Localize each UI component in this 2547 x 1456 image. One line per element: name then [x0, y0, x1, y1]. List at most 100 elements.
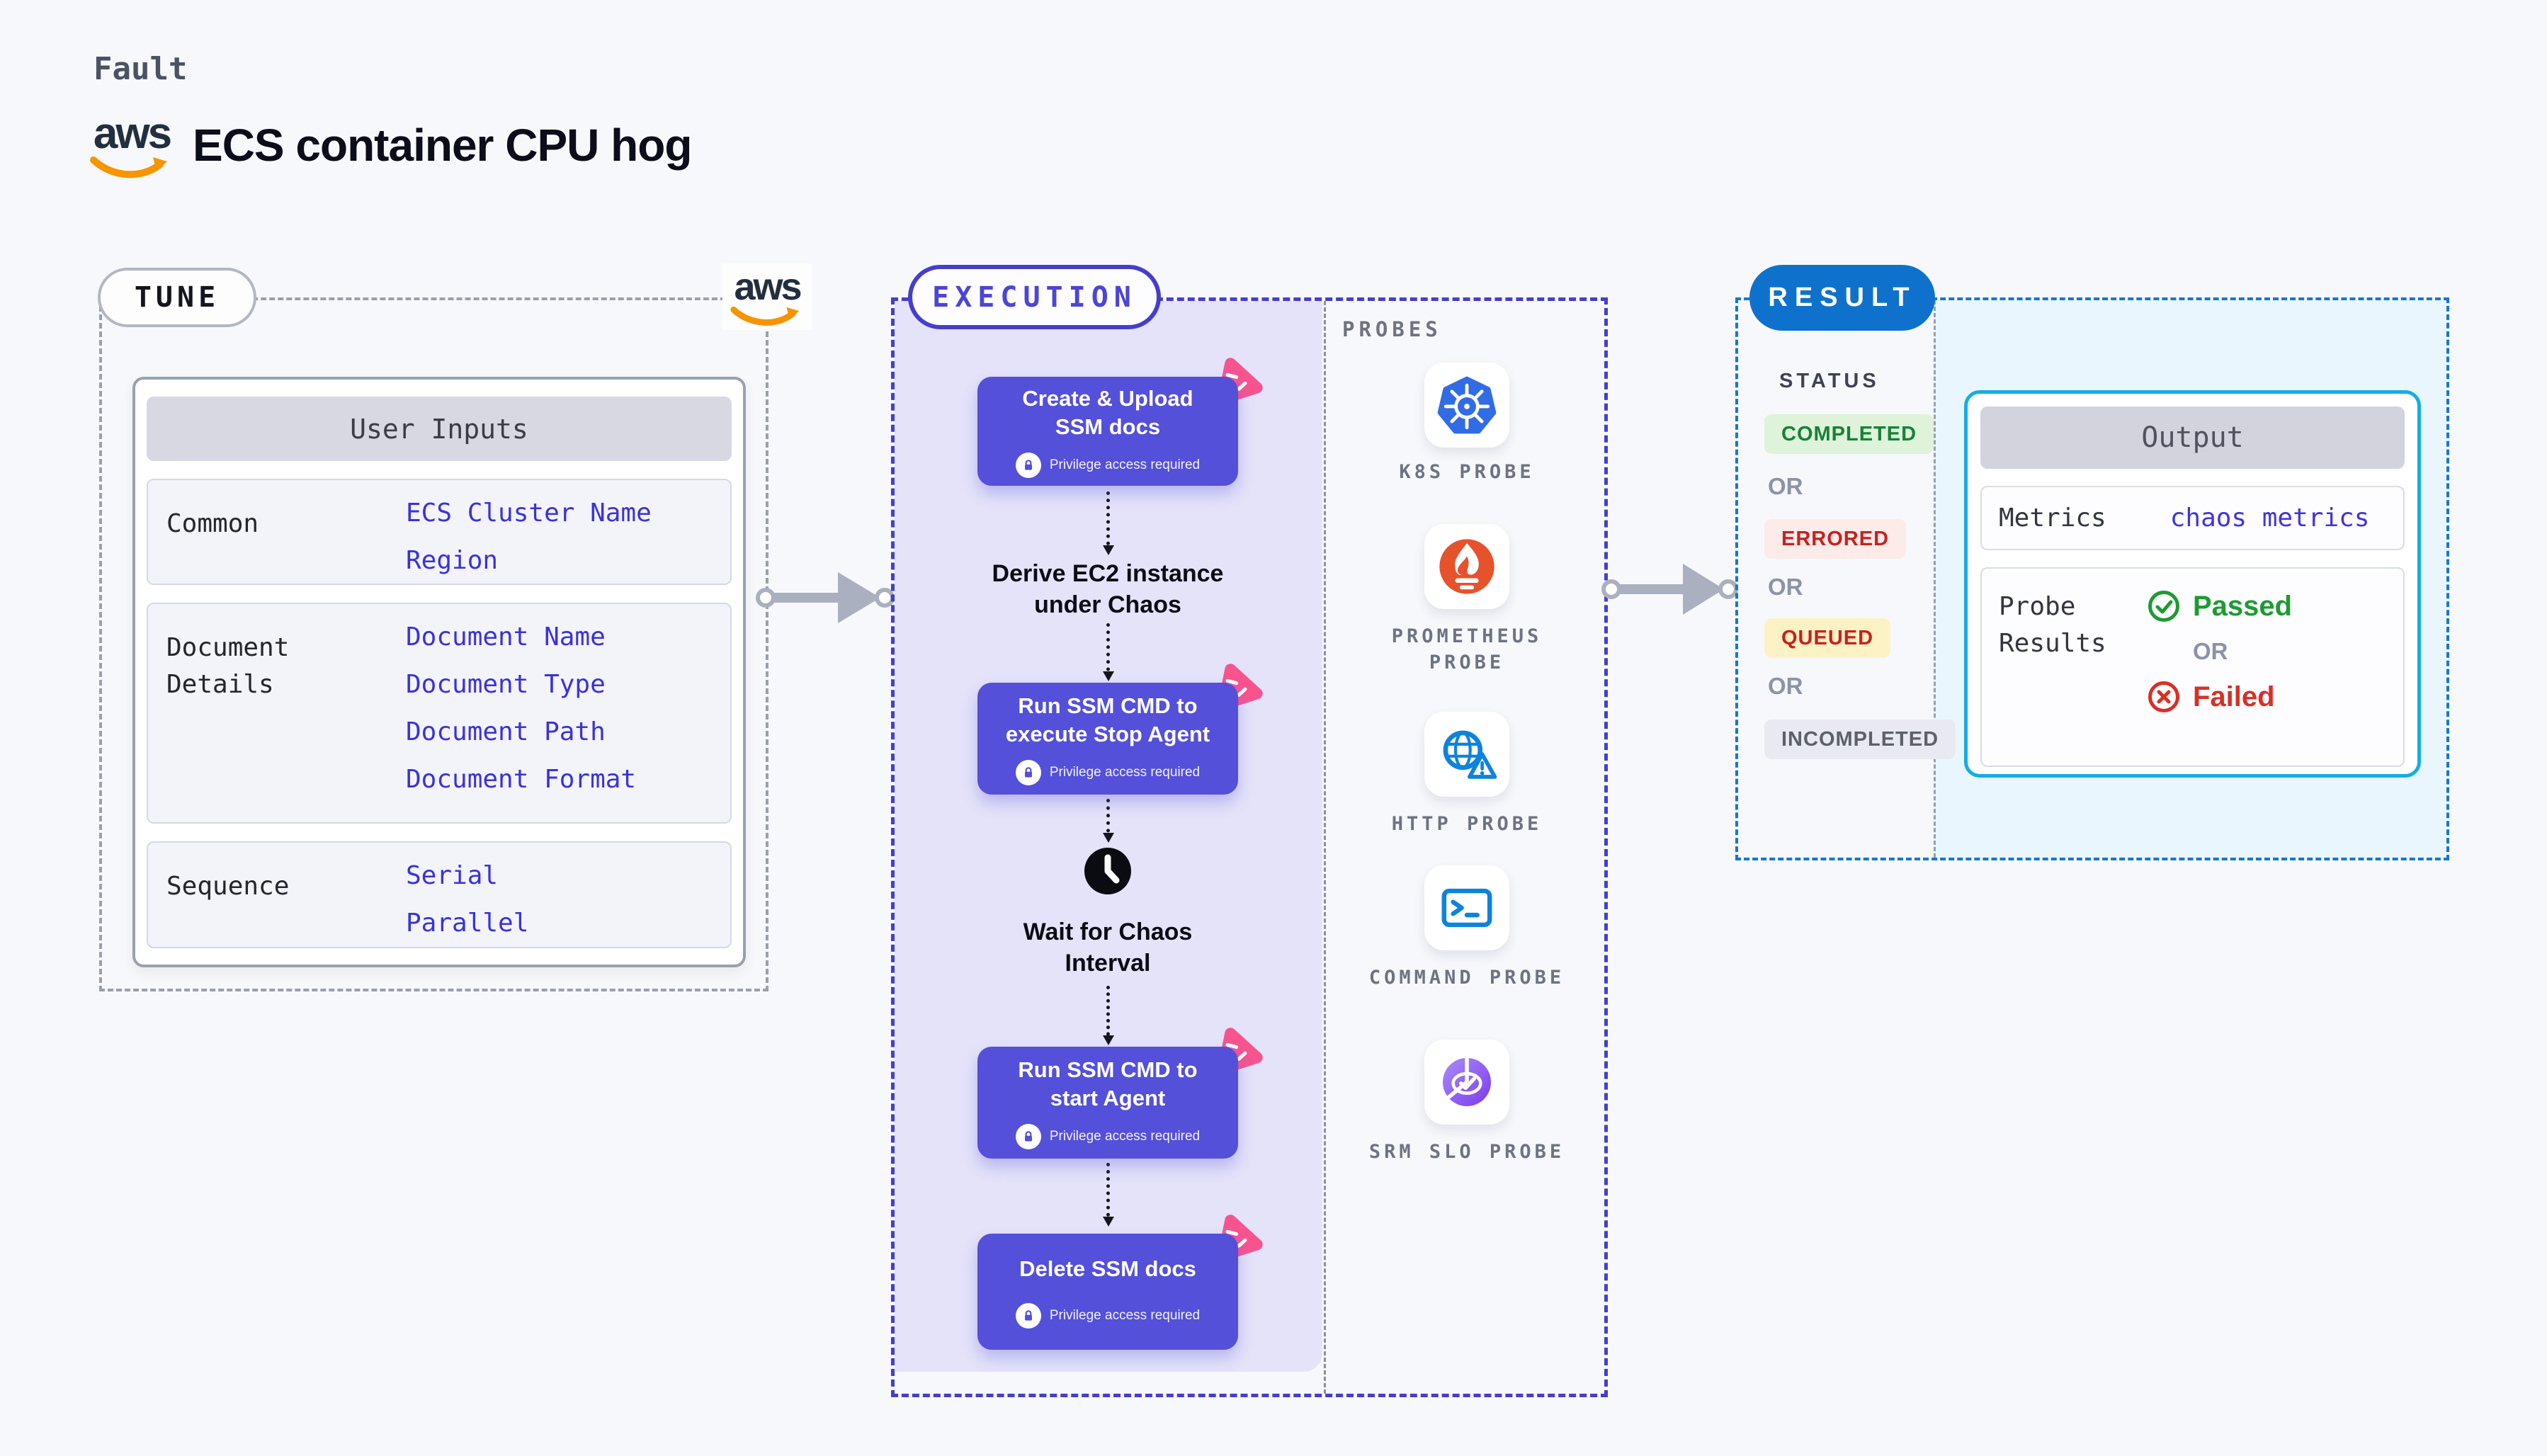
fault-eyebrow: Fault — [93, 51, 188, 87]
row-value: Region — [406, 546, 499, 575]
aws-smile-icon — [90, 157, 167, 178]
privilege-text: Privilege access required — [1049, 1308, 1201, 1323]
probe-card-command — [1424, 865, 1509, 950]
flow-connector — [1103, 623, 1114, 681]
prometheus-icon — [1439, 539, 1494, 594]
metrics-row: Metrics chaos metrics — [1980, 486, 2405, 550]
step-card-delete-ssm-docs: Delete SSM docs Privilege access require… — [977, 1234, 1238, 1350]
privilege-text: Privilege access required — [1049, 457, 1201, 472]
row-label: Document Details — [166, 633, 290, 699]
lock-icon — [1015, 1303, 1041, 1329]
row-value: Document Format — [406, 765, 637, 794]
step-title: Delete SSM docs — [1019, 1256, 1196, 1281]
probe-card-srm-slo — [1424, 1040, 1509, 1125]
row-value: Serial — [406, 861, 499, 890]
row-value: ECS Cluster Name — [406, 499, 652, 528]
failed-label: Failed — [2193, 681, 2275, 712]
aws-logo-text: aws — [734, 266, 802, 308]
x-circle-icon — [2148, 681, 2179, 712]
row-value: Document Name — [406, 622, 606, 652]
step-card-run-ssm-stop-agent: Run SSM CMD to execute Stop Agent Privil… — [977, 683, 1238, 795]
step-title: Run SSM CMD to execute Stop Agent — [1005, 693, 1210, 746]
probe-results-label: Probe Results — [1999, 592, 2106, 658]
status-heading: STATUS — [1779, 370, 1880, 392]
kubernetes-icon — [1437, 376, 1497, 434]
flow-connector — [1103, 491, 1114, 555]
http-globe-warning-icon — [1443, 730, 1497, 779]
step-card-run-ssm-start-agent: Run SSM CMD to start Agent Privilege acc… — [977, 1047, 1238, 1159]
aws-logo-small: aws — [722, 263, 812, 330]
privilege-text: Privilege access required — [1049, 1129, 1201, 1144]
page-title: ECS container CPU hog — [193, 120, 692, 171]
aws-logo-text: aws — [93, 109, 172, 158]
slo-gauge-check-icon — [1442, 1057, 1492, 1107]
user-inputs-table: User Inputs Common ECS Cluster Name Regi… — [132, 377, 746, 967]
execution-to-result-arrow — [1601, 564, 1738, 615]
output-header: Output — [1980, 406, 2405, 469]
execution-section-frame — [891, 297, 1608, 1397]
privilege-badge: Privilege access required — [1015, 1303, 1201, 1329]
step-title: Run SSM CMD to start Agent — [1018, 1057, 1198, 1110]
privilege-badge: Privilege access required — [1015, 760, 1201, 785]
probe-card-k8s — [1424, 363, 1509, 448]
or-separator: OR — [2193, 638, 2228, 664]
wait-for-chaos-text: Wait for Chaos Interval — [1023, 918, 1193, 977]
tune-to-execution-arrow — [756, 572, 895, 623]
probe-label: COMMAND PROBE — [1368, 967, 1565, 989]
derive-ec2-text: Derive EC2 instance under Chaos — [992, 560, 1224, 618]
aws-logo: aws — [89, 109, 174, 181]
execution-pill: EXECUTION — [908, 265, 1161, 329]
status-badge-queued: QUEUED — [1764, 618, 1891, 658]
probe-card-prometheus — [1424, 524, 1509, 609]
row-value: Document Type — [406, 670, 606, 699]
probe-label: PROMETHEUS PROBE — [1391, 625, 1543, 673]
flow-connector — [1103, 1163, 1114, 1227]
probe-results-row: Probe Results Passed OR Failed — [1980, 567, 2405, 767]
tune-section-frame — [99, 297, 768, 991]
flow-connector — [1103, 799, 1114, 843]
metrics-label: Metrics — [1999, 504, 2106, 533]
or-separator: OR — [1768, 574, 1803, 600]
or-separator: OR — [1768, 673, 1803, 699]
or-separator: OR — [1768, 473, 1803, 499]
result-divider — [1934, 300, 1936, 858]
table-row: Common ECS Cluster Name Region — [147, 479, 732, 585]
table-row: Document Details Document Name Document … — [147, 603, 732, 824]
row-label: Common — [166, 509, 259, 538]
tune-pill: TUNE — [98, 268, 256, 327]
row-value: Document Path — [406, 717, 606, 746]
status-badge-errored: ERRORED — [1764, 519, 1907, 559]
metrics-value: chaos metrics — [2169, 504, 2370, 533]
flow-connector — [1103, 986, 1114, 1045]
passed-label: Passed — [2193, 590, 2293, 622]
privilege-badge: Privilege access required — [1015, 453, 1201, 478]
terminal-icon — [1441, 888, 1492, 928]
probe-result-passed: Passed — [2148, 590, 2292, 622]
status-badge-completed: COMPLETED — [1764, 414, 1934, 454]
step-card-create-upload-ssm-docs: Create & Upload SSM docs Privilege acces… — [977, 377, 1238, 486]
privilege-badge: Privilege access required — [1015, 1124, 1201, 1149]
result-section-frame — [1735, 297, 2449, 860]
probe-result-failed: Failed — [2148, 681, 2292, 713]
lock-icon — [1015, 1124, 1041, 1149]
lock-icon — [1015, 453, 1041, 478]
probe-label: SRM SLO PROBE — [1368, 1141, 1565, 1163]
user-inputs-header: User Inputs — [147, 397, 732, 461]
row-label: Sequence — [166, 872, 290, 901]
probes-divider — [1324, 301, 1326, 1394]
lock-icon — [1015, 760, 1041, 785]
aws-smile-icon — [730, 306, 800, 326]
probe-label: K8S PROBE — [1399, 461, 1535, 483]
step-title: Create & Upload SSM docs — [1022, 386, 1193, 439]
row-value: Parallel — [406, 909, 529, 938]
result-pill: RESULT — [1749, 265, 1935, 331]
status-badge-incompleted: INCOMPLETED — [1764, 720, 1956, 759]
output-card: Output Metrics chaos metrics Probe Resul… — [1964, 390, 2421, 778]
table-row: Sequence Serial Parallel — [147, 841, 732, 948]
check-circle-icon — [2148, 591, 2179, 622]
probe-label: HTTP PROBE — [1391, 813, 1543, 835]
probe-card-http — [1424, 712, 1509, 797]
probes-label: PROBES — [1342, 317, 1442, 341]
privilege-text: Privilege access required — [1049, 765, 1201, 780]
